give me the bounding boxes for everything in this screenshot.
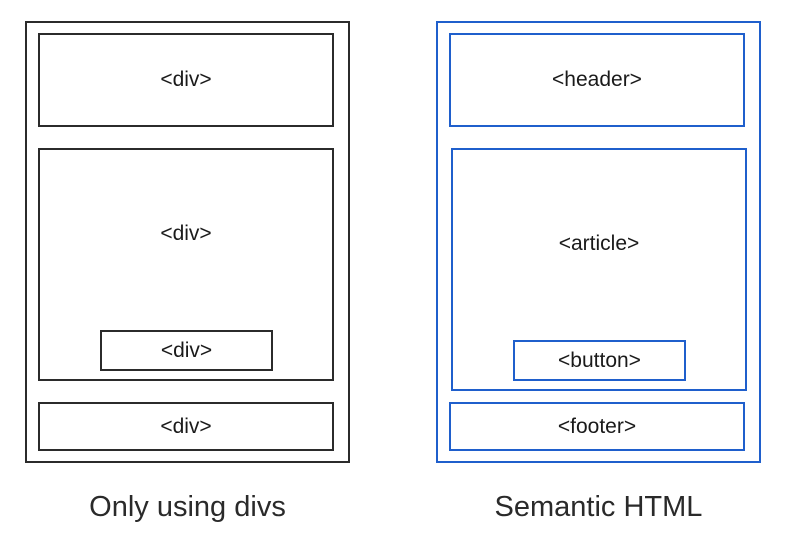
divs-page-outline [25,21,350,463]
semantic-article-label: <article> [558,232,640,255]
divs-middle-label: <div> [160,222,212,245]
semantic-header-label: <header> [552,68,642,91]
semantic-page-outline [436,21,761,463]
divs-bottom-label: <div> [160,414,212,438]
semantic-footer-block: <footer> [449,402,745,451]
semantic-button-label: <button> [558,348,641,372]
divs-inner-label: <div> [160,338,213,362]
semantic-article-block: <article> [451,148,747,391]
divs-bottom-block: <div> [38,402,334,451]
divs-inner-block: <div> [100,330,273,371]
semantic-header-block: <header> [449,33,745,127]
divs-top-block: <div> [38,33,334,127]
semantic-button-block: <button> [513,340,686,381]
divs-caption: Only using divs [89,491,286,523]
divs-middle-block: <div> [38,148,334,381]
semantic-footer-label: <footer> [557,414,637,438]
divs-top-label: <div> [160,68,212,91]
semantic-caption: Semantic HTML [494,491,703,523]
